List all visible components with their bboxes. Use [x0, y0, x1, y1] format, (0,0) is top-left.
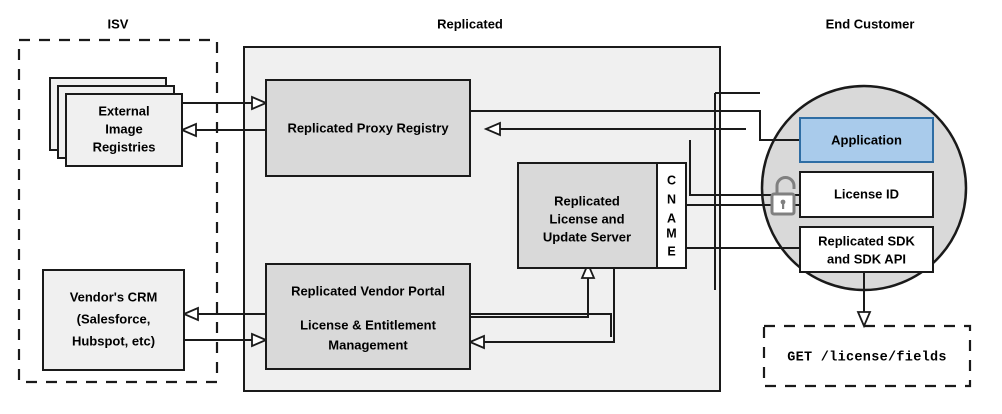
zone-label-isv: ISV	[108, 16, 129, 31]
replicated-sdk-label-line2: and SDK API	[827, 251, 906, 266]
node-replicated-proxy-registry[interactable]: Replicated Proxy Registry	[265, 79, 471, 177]
license-update-server-label-line3: Update Server	[543, 229, 631, 244]
node-vendors-crm[interactable]: Vendor's CRM (Salesforce, Hubspot, etc)	[42, 269, 185, 371]
replicated-sdk-box	[799, 226, 934, 273]
zone-boundary-isv	[17, 38, 219, 384]
vendor-portal-label-line3: Management	[328, 337, 408, 352]
cname-letter-c: C	[667, 173, 676, 187]
node-license-and-update-server[interactable]: Replicated License and Update Server C N…	[517, 162, 687, 269]
cname-letter-n: N	[667, 192, 676, 206]
vendor-portal-label-line1: Replicated Vendor Portal	[291, 283, 445, 298]
connector-application-to-proxy	[483, 121, 746, 137]
connector-license-server-to-portal	[467, 268, 615, 350]
api-request-label: GET /license/fields	[787, 351, 947, 366]
connector-portal-to-license-server	[470, 261, 596, 318]
unlock-padlock-icon	[770, 176, 796, 216]
application-box	[799, 117, 934, 163]
node-external-image-registries[interactable]: External Image Registries	[49, 77, 183, 167]
cname-letter-e: E	[667, 244, 675, 258]
vendors-crm-box	[42, 269, 185, 371]
vendors-crm-label-line3: Hubspot, etc)	[72, 333, 155, 348]
connector-registries-to-proxy	[182, 95, 269, 111]
vendors-crm-label-line1: Vendor's CRM	[70, 289, 158, 304]
vendors-crm-label-line2: (Salesforce,	[77, 311, 151, 326]
zone-label-end-customer: End Customer	[826, 16, 915, 31]
license-update-server-label-line1: Replicated	[554, 193, 620, 208]
cname-strip	[656, 162, 687, 269]
application-label: Application	[831, 132, 902, 147]
external-image-registries-label-line1: External	[98, 103, 149, 118]
connector-sdk-to-api-request	[856, 272, 872, 329]
vendor-portal-label-line2: License & Entitlement	[300, 317, 436, 332]
connector-proxy-to-registries	[179, 122, 266, 138]
license-update-server-box	[517, 162, 658, 269]
node-replicated-vendor-portal[interactable]: Replicated Vendor Portal License & Entit…	[265, 263, 471, 370]
node-license-id[interactable]: License ID	[799, 171, 934, 218]
replicated-proxy-registry-box	[265, 79, 471, 177]
replicated-proxy-registry-label: Replicated Proxy Registry	[287, 120, 449, 135]
node-application[interactable]: Application	[799, 117, 934, 163]
connector-crm-to-portal	[184, 332, 269, 348]
vendor-portal-box	[265, 263, 471, 370]
license-update-server-label-line2: License and	[549, 211, 624, 226]
external-image-registries-label-line3: Registries	[93, 139, 156, 154]
license-id-label: License ID	[834, 186, 899, 201]
connector-trunk-to-lock	[689, 140, 800, 196]
external-image-registries-box	[65, 93, 183, 167]
license-id-box	[799, 171, 934, 218]
cname-letter-m: M	[666, 226, 676, 240]
cname-letter-a: A	[667, 211, 676, 225]
node-replicated-sdk[interactable]: Replicated SDK and SDK API	[799, 226, 934, 273]
api-request-box	[762, 324, 972, 388]
replicated-sdk-label-line1: Replicated SDK	[818, 233, 915, 248]
zone-label-replicated: Replicated	[437, 16, 503, 31]
external-image-registries-label-line2: Image	[105, 121, 143, 136]
node-api-request[interactable]: GET /license/fields	[762, 324, 972, 388]
